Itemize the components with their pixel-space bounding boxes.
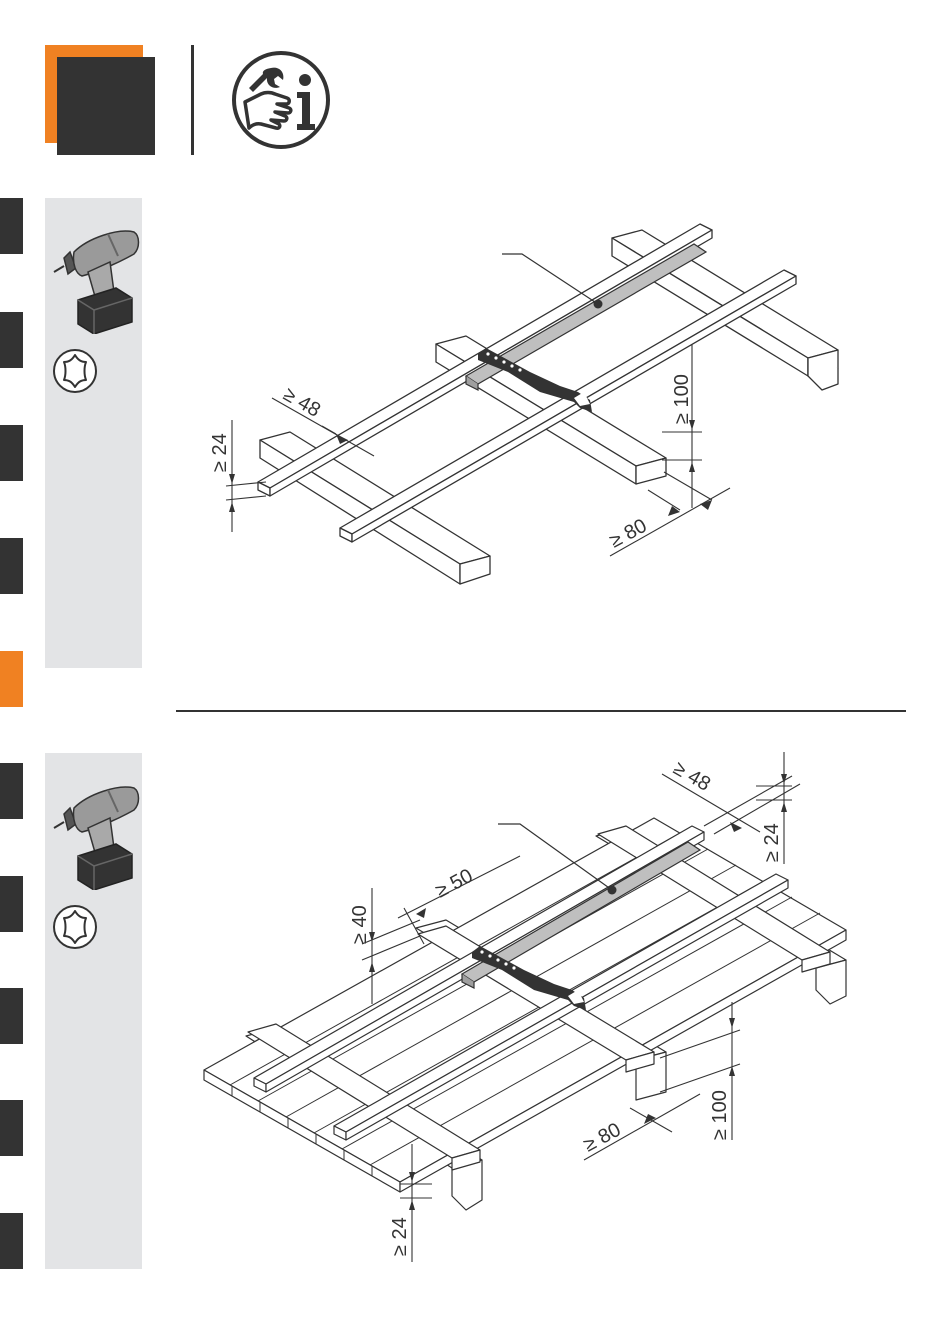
wrench-info-icon — [231, 50, 331, 150]
cordless-drill-icon — [48, 778, 142, 890]
side-tab-1[interactable] — [0, 198, 23, 254]
chapter-badge — [45, 45, 155, 155]
fig2-dim-40: ≥ 40 — [349, 905, 371, 944]
side-tab-3[interactable] — [0, 425, 23, 481]
fig1-dim-80: ≥ 80 — [606, 515, 651, 553]
fig1-dim-24: ≥ 24 — [209, 433, 231, 472]
side-tab-9[interactable] — [0, 1100, 23, 1156]
fig1-dim-48: ≥ 48 — [280, 383, 325, 421]
fig2-dim-80: ≥ 80 — [580, 1119, 625, 1157]
fig1-dim-100: ≥ 100 — [671, 374, 693, 424]
side-tab-4[interactable] — [0, 538, 23, 594]
side-tab-8[interactable] — [0, 988, 23, 1044]
side-tab-7[interactable] — [0, 876, 23, 932]
cordless-drill-icon — [48, 222, 142, 334]
side-tab-10[interactable] — [0, 1213, 23, 1269]
fig2-dim-48: ≥ 48 — [670, 757, 715, 795]
fig2-dim-24-bottom: ≥ 24 — [389, 1217, 411, 1256]
torx-bit-icon — [52, 348, 98, 394]
side-tab-6[interactable] — [0, 763, 23, 819]
side-tab-5[interactable] — [0, 651, 23, 707]
figure-2-drawing: ≥ 48 ≥ 24 ≥ 50 ≥ 40 ≥ 100 ≥ 80 ≥ 24 — [170, 748, 870, 1268]
torx-bit-icon — [52, 904, 98, 950]
side-tab-2[interactable] — [0, 312, 23, 368]
fig2-dim-24-top: ≥ 24 — [761, 823, 783, 862]
section-divider — [176, 710, 906, 712]
figure-1-drawing: ≥ 48 ≥ 24 ≥ 100 ≥ 80 — [170, 200, 870, 620]
fig2-dim-50: ≥ 50 — [432, 865, 477, 903]
header-divider — [191, 45, 194, 155]
fig2-dim-100: ≥ 100 — [709, 1090, 731, 1140]
